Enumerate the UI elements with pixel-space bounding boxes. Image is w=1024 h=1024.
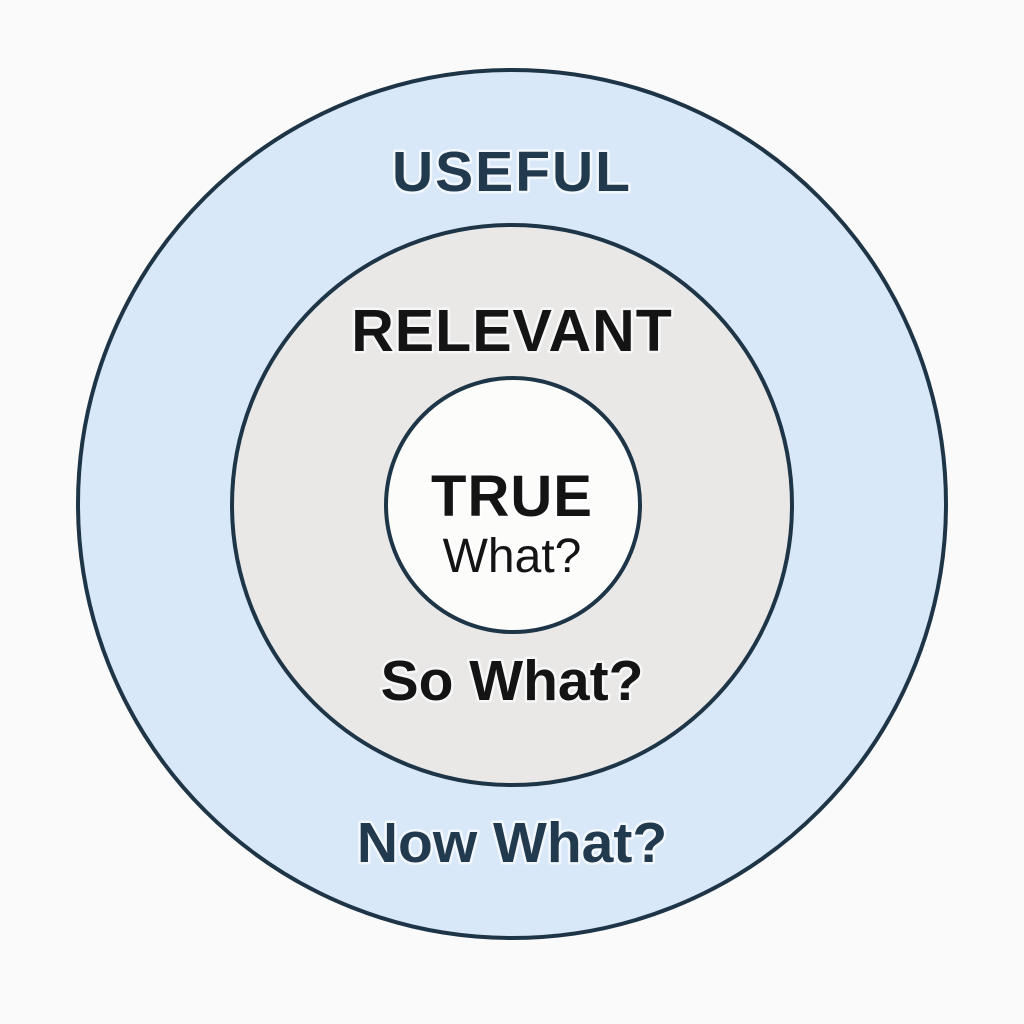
inner-ring-question: What? bbox=[443, 530, 582, 583]
middle-ring-question: So What? bbox=[381, 649, 644, 713]
outer-ring-question: Now What? bbox=[357, 811, 667, 875]
inner-ring-circle bbox=[384, 376, 642, 634]
middle-ring-label: RELEVANT bbox=[351, 298, 673, 364]
inner-ring-label: TRUE bbox=[431, 464, 593, 529]
outer-ring-label: USEFUL bbox=[392, 140, 632, 204]
